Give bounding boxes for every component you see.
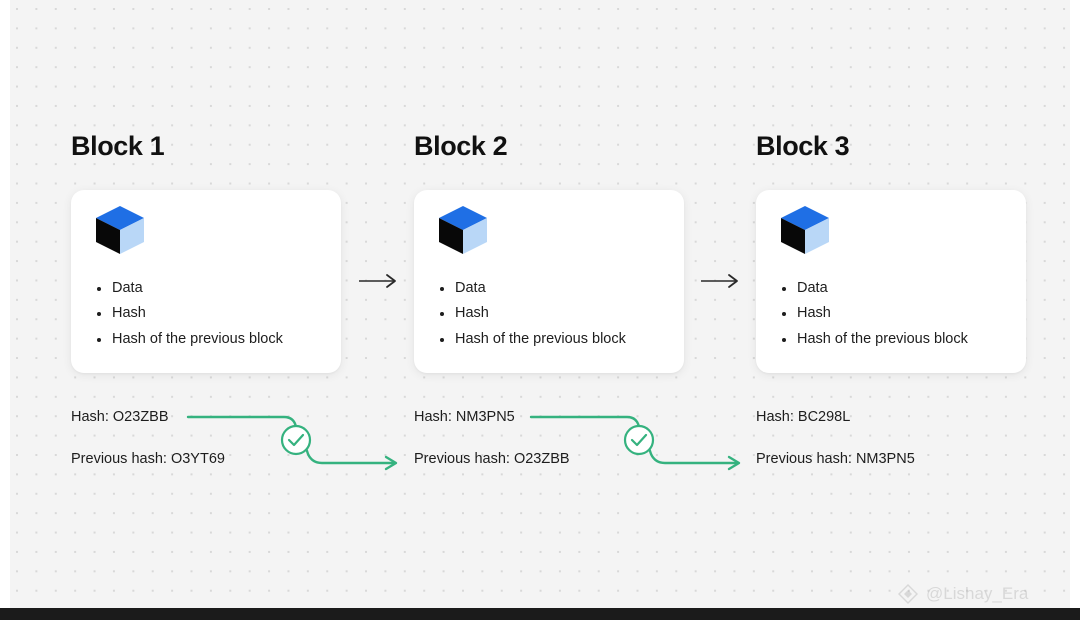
block-hash-2: Hash: NM3PN5 [414, 409, 515, 425]
block-prev-hash-2: Previous hash: O23ZBB [414, 451, 570, 467]
check-circle-icon [280, 424, 312, 456]
block-card-1: Data Hash Hash of the previous block [71, 190, 341, 373]
block-title-3: Block 3 [756, 131, 850, 161]
watermark: @Lishay_Era [897, 583, 1028, 605]
block-card-3: Data Hash Hash of the previous block [756, 190, 1026, 373]
block-step-arrow-1-to-2 [359, 274, 396, 288]
list-item: Data [780, 276, 968, 301]
block-card-2: Data Hash Hash of the previous block [414, 190, 684, 373]
list-item: Hash of the previous block [780, 327, 968, 352]
block-bullet-list-2: Data Hash Hash of the previous block [438, 276, 626, 352]
list-item: Hash of the previous block [95, 327, 283, 352]
block-title-1: Block 1 [71, 131, 165, 161]
diamond-logo-icon [898, 584, 918, 604]
block-prev-hash-3: Previous hash: NM3PN5 [756, 451, 915, 467]
cube-icon [439, 206, 487, 254]
cube-icon [781, 206, 829, 254]
list-item: Hash [438, 301, 626, 326]
block-bullet-list-1: Data Hash Hash of the previous block [95, 276, 283, 352]
block-prev-hash-1: Previous hash: O3YT69 [71, 451, 225, 467]
list-item: Data [438, 276, 626, 301]
list-item: Hash [780, 301, 968, 326]
list-item: Hash of the previous block [438, 327, 626, 352]
check-circle-icon [623, 424, 655, 456]
list-item: Data [95, 276, 283, 301]
hash-link-connector-2 [529, 415, 741, 471]
block-step-arrow-2-to-3 [701, 274, 738, 288]
block-title-2: Block 2 [414, 131, 508, 161]
list-item: Hash [95, 301, 283, 326]
bottom-bar [0, 608, 1080, 620]
block-bullet-list-3: Data Hash Hash of the previous block [780, 276, 968, 352]
cube-icon [96, 206, 144, 254]
block-hash-1: Hash: O23ZBB [71, 409, 169, 425]
block-hash-3: Hash: BC298L [756, 409, 851, 425]
watermark-handle: @Lishay_Era [926, 584, 1029, 603]
hash-link-connector-1 [186, 415, 398, 471]
